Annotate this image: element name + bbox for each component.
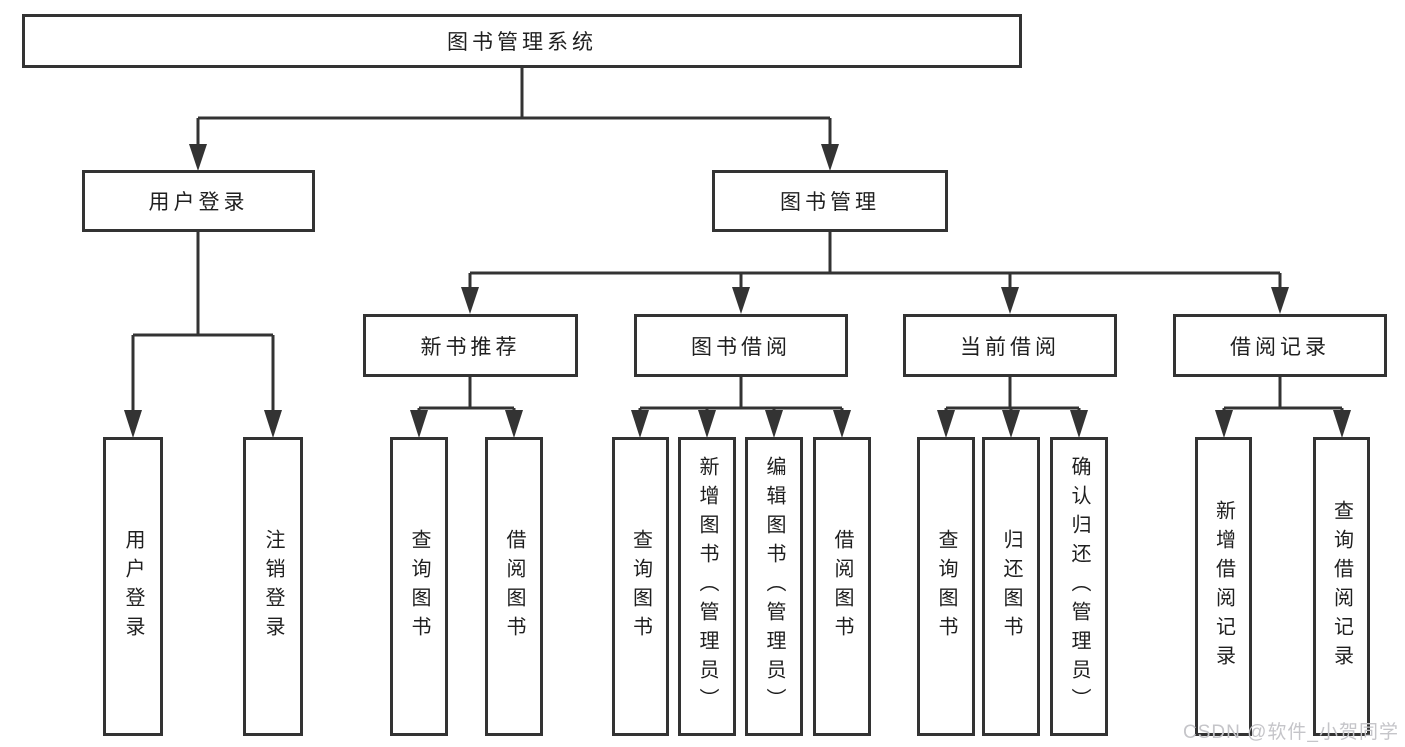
- node-label: 借阅图书: [831, 528, 853, 645]
- node-label: 确认归还（管理员）: [1068, 456, 1090, 717]
- leaf-query-borrow-record: 查询借阅记录: [1313, 437, 1370, 736]
- node-book-borrowing: 图书借阅: [634, 314, 848, 377]
- csdn-watermark: CSDN @软件_小贺同学: [1183, 722, 1399, 743]
- node-label: 归还图书: [1000, 528, 1022, 645]
- node-label: 注销登录: [262, 528, 284, 645]
- node-current-borrowing: 当前借阅: [903, 314, 1117, 377]
- node-label: 图书管理: [780, 191, 880, 214]
- node-label: 查询借阅记录: [1330, 499, 1353, 674]
- node-label: 新增图书（管理员）: [696, 456, 718, 717]
- node-label: 用户登录: [122, 528, 144, 645]
- leaf-borrow-books-recommend: 借阅图书: [485, 437, 543, 736]
- node-book-management: 图书管理: [712, 170, 948, 232]
- node-user-login: 用户登录: [82, 170, 315, 232]
- leaf-query-books-current: 查询图书: [917, 437, 975, 736]
- leaf-edit-book-admin: 编辑图书（管理员）: [745, 437, 803, 736]
- node-label: 查询图书: [629, 528, 652, 645]
- leaf-return-book: 归还图书: [982, 437, 1040, 736]
- leaf-borrow-books-borrowing: 借阅图书: [813, 437, 871, 736]
- leaf-user-login: 用户登录: [103, 437, 163, 736]
- node-new-book-recommendation: 新书推荐: [363, 314, 578, 377]
- node-label: 图书管理系统: [447, 31, 597, 54]
- leaf-query-books-recommend: 查询图书: [390, 437, 448, 736]
- leaf-logout: 注销登录: [243, 437, 303, 736]
- leaf-add-borrow-record: 新增借阅记录: [1195, 437, 1252, 736]
- node-library-management-system: 图书管理系统: [22, 14, 1022, 68]
- node-borrowing-records: 借阅记录: [1173, 314, 1387, 377]
- node-label: 新增借阅记录: [1212, 499, 1235, 674]
- leaf-add-book-admin: 新增图书（管理员）: [678, 437, 736, 736]
- node-label: 用户登录: [148, 191, 249, 214]
- node-label: 图书借阅: [691, 335, 791, 359]
- leaf-confirm-return-admin: 确认归还（管理员）: [1050, 437, 1108, 736]
- node-label: 查询图书: [935, 528, 957, 645]
- node-label: 借阅记录: [1230, 335, 1330, 359]
- node-label: 查询图书: [408, 528, 430, 645]
- leaf-query-books-borrowing: 查询图书: [612, 437, 669, 736]
- node-label: 借阅图书: [503, 528, 525, 645]
- node-label: 新书推荐: [420, 335, 521, 359]
- node-label: 编辑图书（管理员）: [763, 456, 785, 717]
- node-label: 当前借阅: [960, 335, 1060, 359]
